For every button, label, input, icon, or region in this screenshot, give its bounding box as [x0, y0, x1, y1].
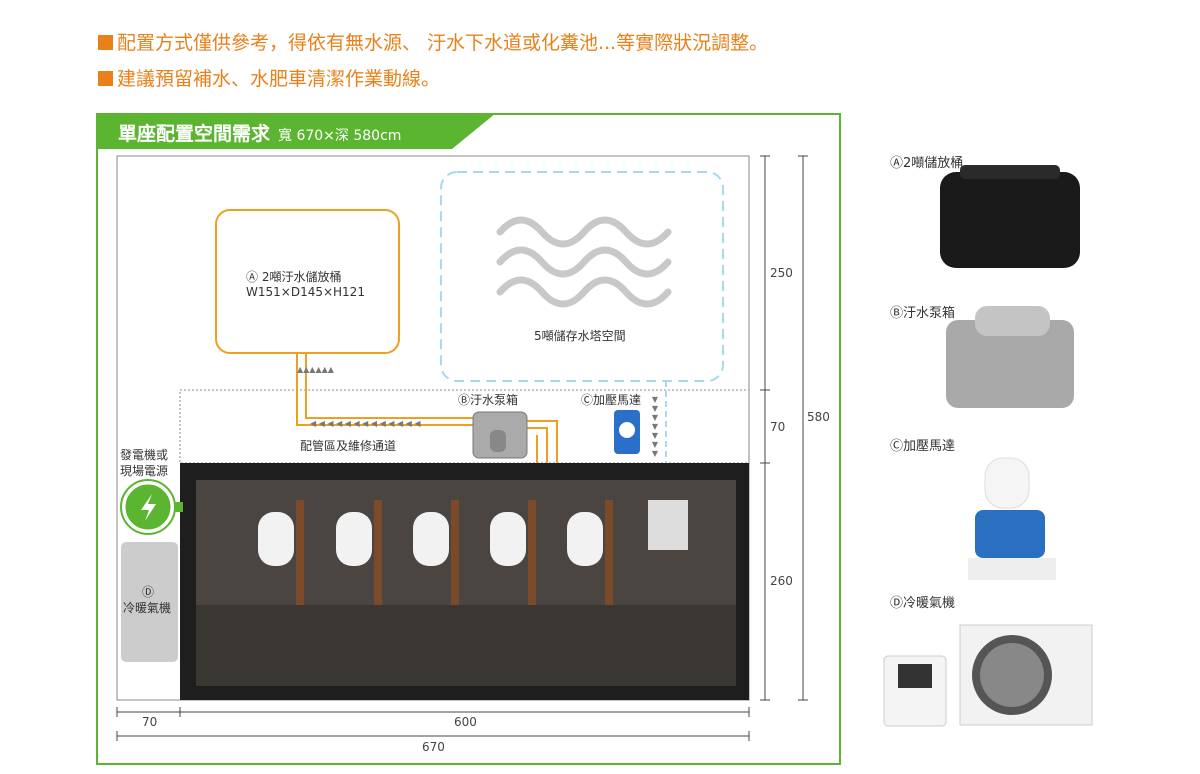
product-d-label: Ⓓ冷暖氣機: [890, 596, 956, 611]
svg-text:▲▲▲▲▲▲: ▲▲▲▲▲▲: [297, 365, 335, 374]
product-motor-image: [968, 457, 1056, 580]
svg-text:▼▼▼▼▼▼▼: ▼▼▼▼▼▼▼: [651, 395, 660, 458]
tank-a-outline: [215, 209, 400, 354]
product-ac-image: [883, 624, 1093, 727]
water-tower-label: 5噸儲存水塔空間: [534, 329, 626, 343]
flow-arrows: ◀ ◀ ◀ ◀ ◀ ◀ ◀ ◀ ◀ ◀ ◀ ◀ ◀: [310, 419, 421, 428]
product-tank-image: [940, 165, 1080, 268]
tank-a-size: W151×D145×H121: [246, 285, 365, 299]
product-pump-image: [946, 306, 1074, 408]
dim-670: 670: [422, 740, 445, 754]
ac-d-label-1: Ⓓ: [142, 585, 155, 599]
dim-70-v: 70: [770, 420, 786, 434]
section-header: 單座配置空間需求寬 670×深 580cm: [96, 113, 496, 149]
dim-580: 580: [807, 410, 830, 424]
dim-70-h: 70: [142, 715, 158, 729]
toilets: [258, 500, 688, 605]
water-tower-outline: [440, 171, 724, 382]
water-wave-icon: [496, 216, 672, 308]
product-c-label: Ⓒ加壓馬達: [890, 439, 956, 454]
pipe-area-label: 配管區及維修通道: [300, 439, 397, 453]
note-1: 配置方式僅供參考，得依有無水源、 汙水下水道或化糞池...等實際狀況調整。: [98, 28, 768, 55]
generator-label-2: 現場電源: [120, 464, 169, 478]
tank-a-label: Ⓐ 2噸汙水儲放桶: [246, 270, 342, 284]
ac-d-label-2: 冷暖氣機: [123, 601, 172, 615]
motor-c-label: Ⓒ加壓馬達: [581, 393, 642, 407]
note-2: 建議預留補水、水肥車清潔作業動線。: [98, 64, 440, 91]
generator-label-1: 發電機或: [120, 448, 169, 462]
ac-unit-outline: [121, 542, 178, 662]
dim-260: 260: [770, 574, 793, 588]
dim-250: 250: [770, 266, 793, 280]
dim-600: 600: [454, 715, 477, 729]
product-b-label: Ⓑ汙水泵箱: [890, 306, 956, 321]
pump-b-label: Ⓑ汙水泵箱: [458, 393, 519, 407]
product-a-label: Ⓐ2噸儲放桶: [890, 156, 964, 171]
